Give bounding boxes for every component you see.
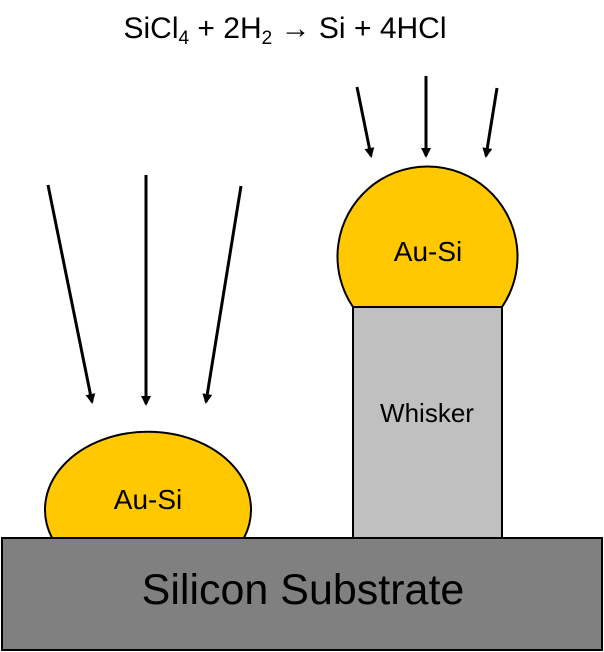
- substrate-label: Silicon Substrate: [142, 566, 465, 614]
- silicon-substrate: [1, 537, 603, 651]
- equation-arrow: →: [280, 12, 311, 45]
- equation-subscript-2: 2: [261, 28, 273, 49]
- equation-reactant-h2: 2H: [223, 12, 262, 45]
- whisker: [352, 299, 503, 541]
- right-droplet-label: Au-Si: [394, 236, 462, 267]
- left-arrow-1: [46, 184, 96, 404]
- equation-plus-2: +: [353, 12, 372, 45]
- equation-reactant-sicl: SiCl: [123, 12, 179, 45]
- equation-plus-1: +: [197, 12, 215, 45]
- equation-subscript-4: 4: [178, 28, 190, 49]
- right-arrow-3: [482, 87, 499, 158]
- reaction-equation: SiCl4 + 2H2 → Si + 4HCl: [0, 12, 570, 49]
- right-arrow-group: [355, 76, 499, 158]
- equation-product-hcl: 4HCl: [379, 12, 447, 45]
- left-au-si-droplet: [44, 430, 252, 539]
- equation-product-si: Si: [318, 12, 346, 45]
- right-au-si-droplet: [336, 165, 519, 308]
- left-arrow-3: [202, 185, 243, 404]
- left-arrow-group: [46, 175, 243, 406]
- whisker-label: Whisker: [380, 398, 474, 428]
- right-arrow-1: [355, 86, 375, 158]
- left-droplet-label: Au-Si: [114, 484, 182, 515]
